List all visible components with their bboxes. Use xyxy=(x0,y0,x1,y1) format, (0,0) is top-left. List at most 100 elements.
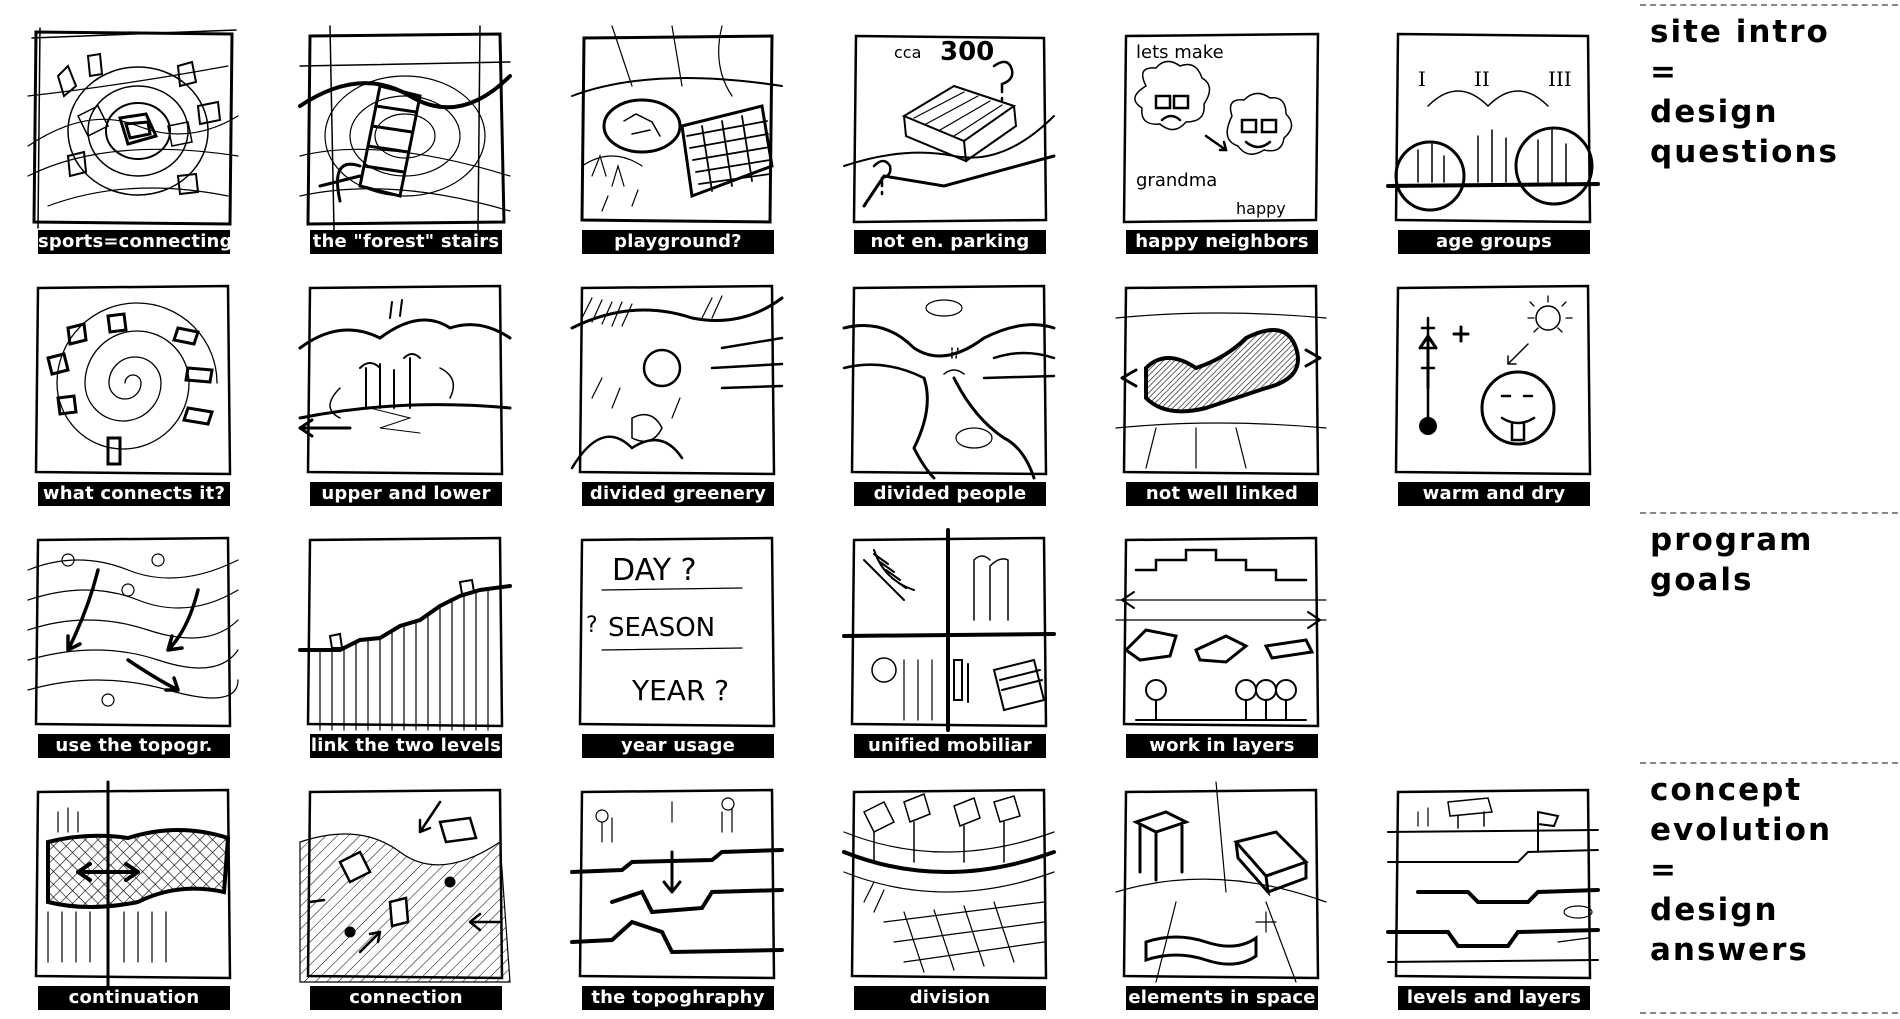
caption: playground? xyxy=(582,230,774,254)
sketch-cell: continuation xyxy=(14,774,252,1010)
sketch-connection xyxy=(299,788,511,983)
section-line: = xyxy=(1650,852,1678,888)
sketch-cell: division xyxy=(830,774,1068,1010)
caption: divided greenery xyxy=(582,482,774,506)
sketch-happy-neighbors: lets make grandma happy xyxy=(1122,32,1320,224)
svg-text:300: 300 xyxy=(940,37,994,67)
caption: connection xyxy=(310,986,502,1010)
sketch-work-in-layers xyxy=(1115,536,1327,728)
svg-text:III: III xyxy=(1548,67,1572,91)
section-separator xyxy=(1640,1012,1898,1014)
sketch-cell: unified mobiliar xyxy=(830,522,1068,758)
sketch-cell: connection xyxy=(286,774,524,1010)
sketch-not-well-linked xyxy=(1115,284,1327,476)
caption: upper and lower xyxy=(310,482,502,506)
sketch-cell: upper and lower xyxy=(286,270,524,506)
sketch-levels-and-layers xyxy=(1386,788,1600,980)
sketch-playground xyxy=(571,25,783,224)
caption: warm and dry xyxy=(1398,482,1590,506)
caption: levels and layers xyxy=(1398,986,1590,1010)
caption: not en. parking xyxy=(854,230,1046,254)
sketch-unified-mobiliar xyxy=(842,528,1056,732)
sketch-cell: what connects it? xyxy=(14,270,252,506)
svg-text:cca: cca xyxy=(894,43,921,62)
sketch-cell: playground? xyxy=(558,18,796,254)
section-concept-evolution: concept evolution = design answers xyxy=(1650,770,1832,970)
section-line: questions xyxy=(1650,134,1839,170)
caption: not well linked xyxy=(1126,482,1318,506)
sketch-link-two-levels xyxy=(298,536,512,731)
sketch-cell: work in layers xyxy=(1102,522,1340,758)
sketch-cell: divided people xyxy=(830,270,1068,506)
caption: what connects it? xyxy=(38,482,230,506)
section-line: design xyxy=(1650,94,1779,130)
caption: use the topogr. xyxy=(38,734,230,758)
sketch-what-connects xyxy=(34,284,232,476)
sketch-division xyxy=(842,788,1056,980)
section-site-intro: site intro = design questions xyxy=(1650,12,1839,172)
sketch-forest-stairs xyxy=(298,25,512,231)
sketch-cell: use the topogr. xyxy=(14,522,252,758)
section-separator xyxy=(1640,762,1898,764)
sketch-cell: cca 300 not en. parking xyxy=(830,18,1068,254)
caption: work in layers xyxy=(1126,734,1318,758)
sketch-year-usage: DAY ? ? SEASON YEAR ? xyxy=(578,536,776,728)
svg-text:YEAR ?: YEAR ? xyxy=(631,674,729,707)
svg-text:II: II xyxy=(1474,67,1490,91)
svg-text:DAY ?: DAY ? xyxy=(612,553,697,588)
sketch-use-topography xyxy=(27,536,239,728)
sketch-the-topography xyxy=(570,788,784,980)
caption: elements in space xyxy=(1126,986,1318,1010)
sketch-sports-connecting xyxy=(27,27,239,229)
svg-text:happy: happy xyxy=(1236,199,1286,218)
caption: continuation xyxy=(38,986,230,1010)
caption: year usage xyxy=(582,734,774,758)
sketch-cell: elements in space xyxy=(1102,774,1340,1010)
svg-text:SEASON: SEASON xyxy=(608,613,715,643)
caption: sports=connecting xyxy=(38,230,233,254)
sketch-continuation xyxy=(34,780,232,988)
svg-text:I: I xyxy=(1418,67,1426,91)
caption: link the two levels xyxy=(310,734,502,758)
sketch-divided-people xyxy=(842,284,1056,480)
sketch-cell: the "forest" stairs xyxy=(286,18,524,254)
section-line: site intro xyxy=(1650,14,1830,50)
svg-text:lets make: lets make xyxy=(1136,42,1224,63)
section-line: = xyxy=(1650,54,1678,90)
caption: age groups xyxy=(1398,230,1590,254)
svg-text:grandma: grandma xyxy=(1136,170,1217,191)
caption: divided people xyxy=(854,482,1046,506)
sketch-cell: sports=connecting xyxy=(14,18,252,254)
section-separator xyxy=(1640,512,1898,514)
caption: division xyxy=(854,986,1046,1010)
sketch-cell: I II III age groups xyxy=(1374,18,1612,254)
sketch-cell: warm and dry xyxy=(1374,270,1612,506)
caption: happy neighbors xyxy=(1126,230,1318,254)
caption: unified mobiliar xyxy=(854,734,1046,758)
section-line: goals xyxy=(1650,562,1754,598)
caption: the topoghraphy xyxy=(582,986,774,1010)
sketch-cell: the topoghraphy xyxy=(558,774,796,1010)
sketch-warm-dry xyxy=(1394,284,1592,476)
sketch-cell: levels and layers xyxy=(1374,774,1612,1010)
sketch-cell: link the two levels xyxy=(286,522,524,758)
section-line: evolution xyxy=(1650,812,1833,848)
sketch-cell: divided greenery xyxy=(558,270,796,506)
section-line: program xyxy=(1650,522,1814,558)
sketch-cell: DAY ? ? SEASON YEAR ? year usage xyxy=(558,522,796,758)
svg-text:?: ? xyxy=(586,613,598,638)
sketch-cell: not well linked xyxy=(1102,270,1340,506)
sketch-parking: cca 300 xyxy=(843,34,1056,224)
section-line: concept xyxy=(1650,772,1803,808)
caption: the "forest" stairs xyxy=(310,230,502,254)
sketch-age-groups: I II III xyxy=(1386,32,1600,224)
section-line: design xyxy=(1650,892,1779,928)
section-separator xyxy=(1640,4,1898,6)
sketch-elements-in-space xyxy=(1115,781,1327,983)
section-program-goals: program goals xyxy=(1650,520,1813,600)
sketch-upper-lower xyxy=(298,284,512,476)
sketch-divided-greenery xyxy=(570,284,784,476)
section-line: answers xyxy=(1650,932,1809,968)
sketch-cell: lets make grandma happy happy neighbors xyxy=(1102,18,1340,254)
